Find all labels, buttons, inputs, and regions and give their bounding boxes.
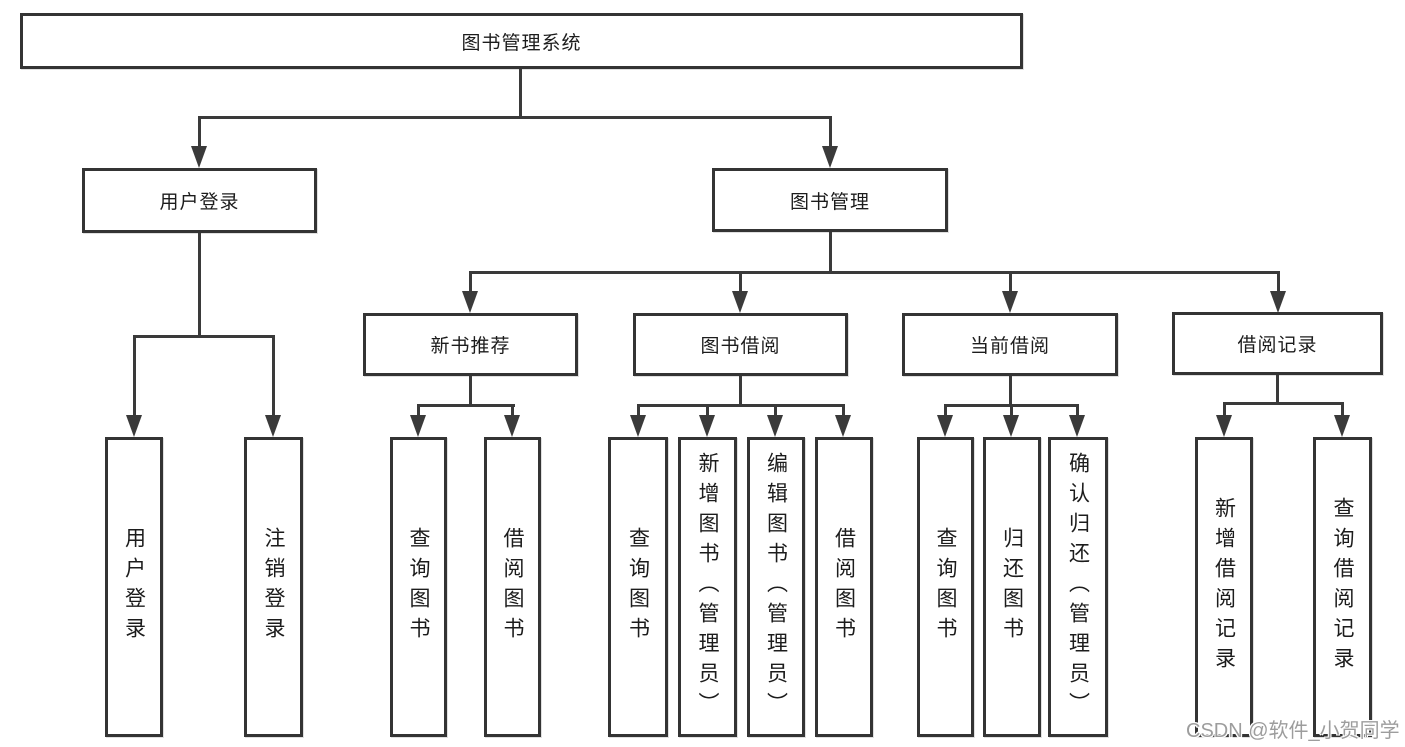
connector-line bbox=[829, 116, 832, 148]
arrow-down-icon bbox=[1270, 291, 1286, 313]
arrow-down-icon bbox=[822, 146, 838, 168]
leaf-label: 编辑图书（管理员） bbox=[764, 452, 788, 722]
leaf-confirm-return-admin: 确认归还（管理员） bbox=[1048, 437, 1108, 737]
connector-line bbox=[1009, 376, 1012, 406]
connector-line bbox=[739, 271, 742, 292]
connector-line bbox=[198, 233, 201, 337]
arrow-down-icon bbox=[937, 415, 953, 437]
connector-line bbox=[637, 404, 640, 415]
connector-line bbox=[706, 404, 709, 415]
connector-line bbox=[417, 404, 515, 407]
node-label: 图书借阅 bbox=[700, 336, 781, 357]
connector-line bbox=[272, 335, 275, 415]
connector-line bbox=[637, 404, 845, 407]
arrow-down-icon bbox=[1069, 415, 1085, 437]
leaf-logout: 注销登录 bbox=[244, 437, 303, 737]
leaf-add-borrow-record: 新增借阅记录 bbox=[1195, 437, 1253, 737]
connector-line bbox=[511, 404, 514, 415]
connector-line bbox=[133, 335, 275, 338]
connector-line bbox=[739, 376, 742, 406]
leaf-label: 借阅图书 bbox=[832, 527, 856, 647]
arrow-down-icon bbox=[504, 415, 520, 437]
leaf-query-borrow-record: 查询借阅记录 bbox=[1313, 437, 1372, 737]
leaf-query-books-current: 查询图书 bbox=[917, 437, 974, 737]
arrow-down-icon bbox=[630, 415, 646, 437]
leaf-query-books-newbook: 查询图书 bbox=[390, 437, 447, 737]
connector-line bbox=[944, 404, 947, 415]
leaf-edit-book-admin: 编辑图书（管理员） bbox=[747, 437, 805, 737]
leaf-label: 注销登录 bbox=[262, 527, 285, 647]
connector-line bbox=[1223, 402, 1226, 415]
connector-line bbox=[1276, 375, 1279, 405]
node-library-system: 图书管理系统 bbox=[20, 13, 1023, 69]
leaf-borrow-books-newbook: 借阅图书 bbox=[484, 437, 541, 737]
connector-line bbox=[198, 116, 832, 119]
leaf-label: 用户登录 bbox=[122, 527, 146, 647]
leaf-label: 查询图书 bbox=[934, 527, 957, 647]
arrow-down-icon bbox=[732, 291, 748, 313]
node-label: 新书推荐 bbox=[430, 336, 511, 357]
arrow-down-icon bbox=[1216, 415, 1232, 437]
csdn-watermark: CSDN @软件_小贺同学 bbox=[1186, 720, 1400, 742]
arrow-down-icon bbox=[1003, 415, 1019, 437]
leaf-label: 查询借阅记录 bbox=[1331, 497, 1354, 677]
leaf-label: 归还图书 bbox=[1000, 527, 1024, 647]
node-current-borrow: 当前借阅 bbox=[902, 313, 1118, 376]
leaf-user-login: 用户登录 bbox=[105, 437, 163, 737]
connector-line bbox=[198, 116, 201, 148]
arrow-down-icon bbox=[1334, 415, 1350, 437]
leaf-label: 查询图书 bbox=[407, 527, 430, 647]
arrow-down-icon bbox=[265, 415, 281, 437]
connector-line bbox=[1341, 402, 1344, 415]
connector-line bbox=[469, 376, 472, 406]
node-label: 借阅记录 bbox=[1237, 335, 1318, 356]
arrow-down-icon bbox=[462, 291, 478, 313]
node-user-login: 用户登录 bbox=[82, 168, 317, 233]
arrow-down-icon bbox=[699, 415, 715, 437]
leaf-label: 确认归还（管理员） bbox=[1066, 452, 1090, 722]
connector-line bbox=[469, 271, 472, 292]
leaf-label: 借阅图书 bbox=[501, 527, 524, 647]
arrow-down-icon bbox=[767, 415, 783, 437]
leaf-label: 新增图书（管理员） bbox=[696, 452, 719, 722]
arrow-down-icon bbox=[126, 415, 142, 437]
connector-line bbox=[1010, 404, 1013, 415]
connector-line bbox=[1277, 271, 1280, 292]
leaf-label: 新增借阅记录 bbox=[1212, 497, 1236, 677]
arrow-down-icon bbox=[835, 415, 851, 437]
node-label: 图书管理 bbox=[789, 191, 870, 213]
connector-line bbox=[1009, 271, 1012, 292]
leaf-borrow-books-borrow: 借阅图书 bbox=[815, 437, 873, 737]
node-borrow-records: 借阅记录 bbox=[1172, 312, 1383, 375]
connector-line bbox=[133, 335, 136, 415]
node-book-borrow: 图书借阅 bbox=[633, 313, 848, 376]
leaf-add-book-admin: 新增图书（管理员） bbox=[678, 437, 737, 737]
node-book-management: 图书管理 bbox=[712, 168, 948, 232]
leaf-query-books-borrow: 查询图书 bbox=[608, 437, 668, 737]
leaf-label: 查询图书 bbox=[626, 527, 650, 647]
arrow-down-icon bbox=[1002, 291, 1018, 313]
arrow-down-icon bbox=[410, 415, 426, 437]
leaf-return-book: 归还图书 bbox=[983, 437, 1041, 737]
connector-line bbox=[1223, 402, 1343, 405]
node-label: 当前借阅 bbox=[969, 336, 1050, 357]
connector-line bbox=[417, 404, 420, 415]
connector-line bbox=[519, 69, 522, 118]
node-new-book-recommend: 新书推荐 bbox=[363, 313, 578, 376]
connector-line bbox=[842, 404, 845, 415]
node-label: 用户登录 bbox=[159, 192, 240, 213]
node-label: 图书管理系统 bbox=[461, 32, 582, 54]
connector-line bbox=[774, 404, 777, 415]
connector-line bbox=[829, 232, 832, 273]
connector-line bbox=[1076, 404, 1079, 415]
connector-line bbox=[469, 271, 1280, 274]
arrow-down-icon bbox=[191, 146, 207, 168]
